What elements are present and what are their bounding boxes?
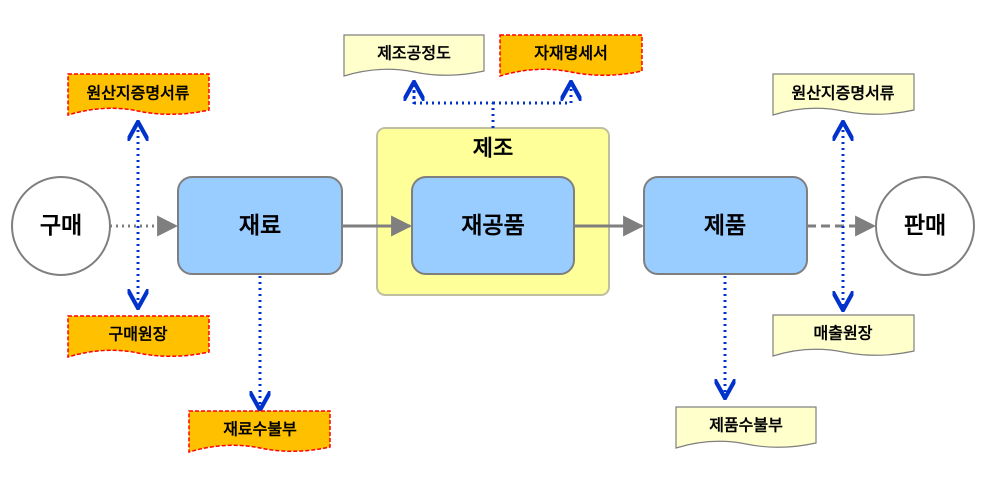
material-box: 재료 [177, 176, 343, 275]
bom-label: 자재명세서 [534, 44, 608, 63]
document-links [138, 84, 843, 408]
doc-sales-ledger: 매출원장 [772, 314, 915, 357]
purchase-node: 구매 [11, 176, 111, 276]
doc-origin-cert-right: 원산지증명서류 [772, 73, 915, 116]
doc-process-chart: 제조공정도 [343, 34, 485, 77]
doc-bom: 자재명세서 [499, 34, 643, 78]
doc-product-ledger: 제품수불부 [675, 406, 817, 449]
doc-origin-cert-left: 원산지증명서류 [67, 73, 210, 117]
link-wip-bom [493, 84, 571, 105]
wip-box: 재공품 [411, 176, 575, 275]
origin-cert-right-label: 원산지증명서류 [791, 84, 894, 103]
manufacturing-label: 제조 [473, 137, 513, 162]
sales-node: 판매 [875, 176, 975, 276]
purchase-label: 구매 [40, 213, 82, 239]
product-box: 제품 [643, 176, 808, 275]
product-ledger-label: 제품수불부 [709, 416, 783, 435]
origin-cert-left-label: 원산지증명서류 [86, 84, 189, 103]
material-ledger-label: 재료수불부 [223, 420, 297, 439]
material-label: 재료 [239, 213, 281, 239]
sales-label: 판매 [904, 213, 946, 239]
doc-material-ledger: 재료수불부 [188, 410, 331, 454]
purchase-ledger-label: 구매원장 [109, 325, 168, 344]
wip-label: 재공품 [461, 213, 524, 239]
product-label: 제품 [704, 213, 746, 239]
doc-purchase-ledger: 구매원장 [67, 315, 210, 359]
sales-ledger-label: 매출원장 [814, 324, 873, 343]
process-chart-label: 제조공정도 [377, 44, 451, 63]
link-wip-docs [412, 84, 495, 128]
